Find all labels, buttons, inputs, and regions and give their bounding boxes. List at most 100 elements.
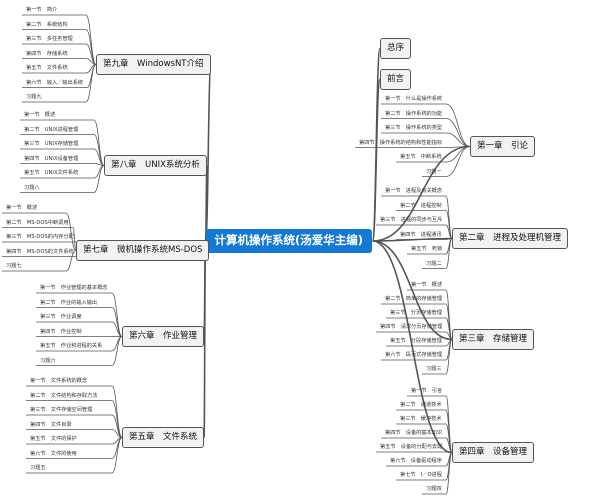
- subtopic-link: [111, 414, 123, 438]
- subtopic-item[interactable]: 第五节 设备的分配与去配: [380, 444, 443, 450]
- subtopic-link: [111, 437, 123, 474]
- chapter-topic-c3[interactable]: 第三章 存储管理: [452, 329, 535, 350]
- subtopic-item[interactable]: 第一节 概述: [24, 112, 56, 118]
- subtopic-link: [85, 43, 97, 65]
- subtopic-item[interactable]: 第二节 文件结构和存取方法: [30, 392, 98, 399]
- subtopic-link: [445, 452, 453, 495]
- chapter-topic-c4[interactable]: 第四章 设备管理: [452, 442, 535, 463]
- subtopic-item[interactable]: 第三节 操作系统的类型: [385, 125, 443, 131]
- subtopic-link: [445, 132, 471, 147]
- subtopic-item[interactable]: 习题二: [426, 260, 442, 267]
- subtopic-item[interactable]: 第四节 作业控制: [40, 328, 82, 335]
- subtopic-link: [111, 321, 123, 337]
- subtopic-item[interactable]: 第六节 输入／输出系统: [26, 79, 84, 86]
- subtopic-item[interactable]: 习题六: [40, 357, 56, 364]
- subtopic-item[interactable]: 第四节 存储系统: [26, 50, 68, 57]
- subtopic-item[interactable]: 第三节 MS-DOS的内存分配: [6, 234, 74, 240]
- subtopic-item[interactable]: 习题九: [26, 94, 42, 100]
- subtopic-item[interactable]: 第四节 请求分页存储管理: [380, 324, 443, 330]
- subtopic-link: [445, 224, 453, 239]
- subtopic-item[interactable]: 习题五: [30, 465, 46, 471]
- chapter-topic-zx[interactable]: 总序: [380, 38, 412, 59]
- subtopic-item[interactable]: 第三节 分页存储管理: [390, 310, 442, 316]
- subtopic-item[interactable]: 第五节 文件系统: [26, 65, 68, 71]
- branch-line-c4: [372, 240, 453, 454]
- subtopic-item[interactable]: 第六节 设备驱动程序: [390, 458, 442, 464]
- subtopic-item[interactable]: 第三节 作业调度: [40, 314, 82, 320]
- subtopic-item[interactable]: 第五节 文件的保护: [30, 436, 77, 442]
- subtopic-link: [93, 119, 105, 166]
- subtopic-link: [445, 146, 471, 177]
- subtopic-item[interactable]: 第一节 什么是操作系统: [385, 96, 443, 102]
- subtopic-item[interactable]: 第一节 作业管理的基本概念: [40, 285, 108, 291]
- chapter-topic-c6[interactable]: 第六章 作业管理: [122, 326, 205, 347]
- subtopic-item[interactable]: 第一节 文件系统的概念: [30, 378, 88, 384]
- subtopic-link: [445, 103, 471, 147]
- subtopic-item[interactable]: 第四节 UNIX设备管理: [24, 155, 79, 162]
- subtopic-link: [111, 336, 123, 366]
- branch-line-qy: [371, 78, 381, 242]
- subtopic-link: [85, 29, 97, 65]
- subtopic-item[interactable]: 第一节 简介: [26, 7, 58, 13]
- subtopic-link: [445, 118, 471, 147]
- subtopic-item[interactable]: 第四节 设备的基本知识: [385, 430, 443, 436]
- subtopic-item[interactable]: 第五节 UNIX文件系统: [24, 170, 79, 176]
- chapter-topic-c9[interactable]: 第九章 WindowsNT介绍: [96, 54, 211, 75]
- subtopic-item[interactable]: 第二节 操作系统的功能: [385, 110, 443, 117]
- branch-line-c1: [372, 145, 471, 242]
- subtopic-link: [111, 307, 123, 337]
- chapter-topic-c8[interactable]: 第八章 UNIX系统分析: [104, 155, 207, 176]
- chapter-topic-qy[interactable]: 前言: [380, 69, 412, 90]
- chapter-topic-c7[interactable]: 第七章 微机操作系统MS-DOS: [76, 240, 210, 261]
- subtopic-item[interactable]: 第一节 引言: [411, 388, 443, 394]
- subtopic-item[interactable]: 第三节 文件存储空间管理: [30, 407, 93, 413]
- subtopic-item[interactable]: 第三节 UNIX存储管理: [24, 141, 79, 147]
- subtopic-link: [72, 227, 77, 251]
- subtopic-item[interactable]: 第三节 缓冲技术: [400, 416, 442, 422]
- chapter-topic-c1[interactable]: 第一章 引论: [470, 136, 536, 157]
- subtopic-link: [111, 400, 123, 438]
- subtopic-item[interactable]: 第二节 UNIX进程管理: [24, 126, 79, 133]
- subtopic-item[interactable]: 第一节 进程及有关概念: [385, 188, 443, 194]
- subtopic-item[interactable]: 第二节 作业的输入输出: [40, 299, 98, 306]
- subtopic-item[interactable]: 第六节 段页式存储管理: [385, 352, 443, 358]
- chapter-topic-c5[interactable]: 第五章 文件系统: [122, 427, 205, 448]
- subtopic-link: [93, 148, 105, 166]
- subtopic-item[interactable]: 第一节 概述: [6, 205, 38, 211]
- subtopic-link: [445, 437, 453, 453]
- subtopic-item[interactable]: 第三节 多任务管理: [26, 36, 73, 42]
- subtopic-item[interactable]: 第五节 作业和进程的关系: [40, 343, 103, 349]
- subtopic-item[interactable]: 习题七: [6, 263, 22, 269]
- subtopic-item[interactable]: 第四节 进程通讯: [400, 231, 442, 238]
- subtopic-item[interactable]: 习题八: [24, 184, 40, 191]
- subtopic-link: [445, 339, 453, 375]
- subtopic-item[interactable]: 第四节 操作系统的结构和性能指标: [359, 139, 443, 146]
- subtopic-item[interactable]: 第五节 死锁: [411, 246, 443, 252]
- central-topic[interactable]: 计算机操作系统(汤爱华主编): [205, 229, 373, 253]
- chapter-topic-c2[interactable]: 第二章 进程及处理机管理: [452, 228, 569, 249]
- subtopic-link: [93, 165, 105, 193]
- subtopic-item[interactable]: 第二节 进程控制: [400, 202, 442, 209]
- subtopic-item[interactable]: 第三节 进程的同步与互斥: [380, 217, 443, 223]
- subtopic-item[interactable]: 习题四: [426, 486, 442, 492]
- subtopic-item[interactable]: 习题三: [426, 366, 442, 372]
- subtopic-item[interactable]: 习题一: [426, 168, 442, 175]
- subtopic-item[interactable]: 第五节 中断系统: [400, 154, 442, 160]
- subtopic-link: [445, 238, 453, 269]
- subtopic-link: [85, 14, 97, 65]
- subtopic-link: [65, 212, 77, 251]
- subtopic-item[interactable]: 第六节 文件的使用: [30, 450, 77, 457]
- subtopic-item[interactable]: 第四节 MS-DOS的文件系统: [6, 248, 74, 255]
- subtopic-item[interactable]: 第二节 通道技术: [400, 402, 442, 408]
- subtopic-item[interactable]: 第四节 文件目录: [30, 421, 72, 428]
- subtopic-item[interactable]: 第二节 MS-DOS中断调用: [6, 219, 69, 226]
- subtopic-item[interactable]: 第二节 系统结构: [26, 21, 68, 28]
- subtopic-item[interactable]: 第一节 概述: [411, 282, 443, 288]
- subtopic-item[interactable]: 第二节 简单的存储管理: [385, 296, 443, 302]
- subtopic-link: [85, 64, 97, 103]
- subtopic-item[interactable]: 第五节 分段存储管理: [390, 338, 442, 344]
- subtopic-link: [65, 250, 77, 272]
- subtopic-item[interactable]: 第七节 I／O进程: [400, 472, 442, 478]
